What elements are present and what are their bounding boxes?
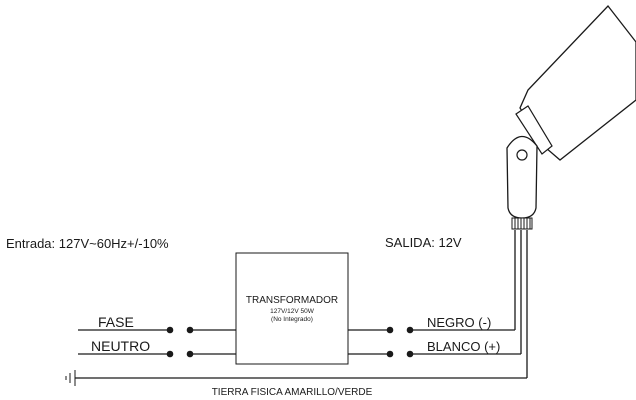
neutral-input-wire [78,350,236,358]
phase-label: FASE [98,314,134,330]
ground-wire [80,230,528,379]
transformer-rating: 127V/12V 50W [270,308,315,315]
positive-label: BLANCO (+) [427,339,500,354]
negative-label: NEGRO (-) [427,315,491,330]
output-voltage-label: SALIDA: 12V [385,235,462,250]
positive-output-wire [348,230,522,358]
ground-icon [65,370,80,386]
input-voltage-label: Entrada: 127V~60Hz+/-10% [6,236,169,251]
transformer-title: TRANSFORMADOR [246,295,338,306]
negative-output-wire [348,230,516,334]
neutral-label: NEUTRO [91,338,150,354]
transformer-box: TRANSFORMADOR 127V/12V 50W (No Integrado… [235,252,349,365]
phase-input-wire [78,326,236,334]
ground-label: TIERRA FISICA AMARILLO/VERDE [212,387,373,398]
spotlight-icon [506,5,636,230]
transformer-note: (No Integrado) [271,316,313,323]
